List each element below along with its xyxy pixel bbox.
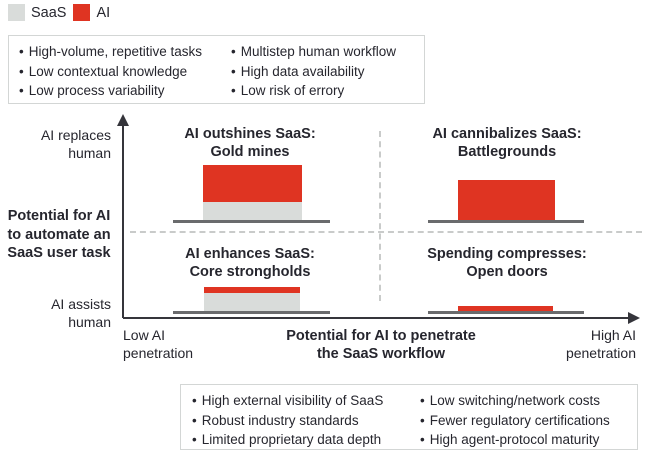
legend-item-ai: AI [73, 4, 110, 21]
quadrant-title-gold-mines: AI outshines SaaS: Gold mines [184, 126, 316, 160]
list-item-text: Low contextual knowledge [28, 63, 188, 79]
ai-bar-segment [203, 165, 302, 202]
bullet-icon: • [420, 412, 425, 428]
legend-item-saas: SaaS [8, 4, 66, 21]
bar-baseline-gold-mines [173, 220, 330, 223]
list-item: • Limited proprietary data depth [192, 430, 383, 450]
list-item-text: Fewer regulatory certifications [429, 412, 610, 428]
list-item-text: Limited proprietary data depth [201, 432, 382, 447]
y-axis-bottom-label: AI assists human [51, 296, 111, 330]
bullet-icon: • [192, 432, 197, 447]
bullet-icon: • [231, 83, 236, 98]
bullet-icon: • [19, 44, 24, 59]
bottom-criteria-box: •High external visibility of SaaS •Robus… [180, 384, 638, 450]
quadrant-title-open-doors: Spending compresses: Open doors [427, 246, 587, 280]
list-item-text: Low risk of errory [240, 83, 345, 98]
bullet-icon: • [420, 432, 425, 447]
legend-label-ai: AI [96, 4, 111, 21]
bullet-icon: • [231, 63, 236, 79]
top-box-column-1: •High-volume, repetitive tasks •Low cont… [19, 42, 202, 101]
bottom-box-column-1: •High external visibility of SaaS •Robus… [192, 391, 383, 450]
bar-baseline-core-strongholds [173, 311, 330, 314]
list-item-text: Robust industry standards [201, 412, 359, 428]
list-item-text: High agent-protocol maturity [429, 432, 600, 447]
top-criteria-box: •High-volume, repetitive tasks •Low cont… [8, 35, 425, 104]
bullet-icon: • [420, 393, 425, 408]
ai-bar-segment [458, 306, 553, 311]
list-item-text: Multistep human workflow [240, 44, 397, 59]
legend: SaaS AI [8, 4, 110, 21]
list-item: • Low risk of errory [231, 81, 396, 101]
list-item-text: Low process variability [28, 83, 165, 98]
bullet-icon: • [192, 412, 197, 428]
legend-label-saas: SaaS [31, 4, 67, 21]
saas-bar-segment [204, 293, 300, 311]
saas-bar-segment [203, 202, 302, 220]
ai-color-swatch [73, 4, 91, 21]
bullet-icon: • [192, 393, 197, 408]
y-axis-title: Potential for AI to automate an SaaS use… [7, 208, 111, 261]
list-item: • High external visibility of SaaS [192, 391, 383, 411]
list-item: • Low process variability [19, 81, 202, 101]
y-axis-arrow-icon [117, 114, 129, 126]
quadrant-title-core-strongholds: AI enhances SaaS: Core strongholds [185, 246, 315, 280]
bottom-box-column-2: •Low switching/network costs •Fewer regu… [420, 391, 610, 450]
list-item: • Multistep human workflow [231, 42, 396, 62]
saas-color-swatch [8, 4, 25, 21]
quadrant-divider-horizontal [130, 231, 642, 233]
y-axis-line [122, 124, 124, 318]
list-item: • Low switching/network costs [420, 391, 610, 411]
quadrant-divider-vertical [379, 131, 381, 301]
bar-stack-open-doors [458, 306, 553, 311]
y-axis-top-label: AI replaces human [40, 127, 111, 161]
list-item: • High agent-protocol maturity [420, 430, 610, 450]
list-item-text: High-volume, repetitive tasks [28, 44, 203, 59]
quadrant-title-battlegrounds: AI cannibalizes SaaS: Battlegrounds [432, 126, 582, 160]
bullet-icon: • [231, 44, 236, 59]
bar-stack-gold-mines [203, 165, 302, 220]
list-item: •Robust industry standards [192, 411, 383, 431]
ai-bar-segment [204, 287, 300, 293]
list-item-text: Low switching/network costs [429, 393, 601, 408]
ai-bar-segment [458, 180, 555, 220]
bar-baseline-open-doors [428, 311, 584, 314]
list-item: • High-volume, repetitive tasks [19, 42, 202, 62]
x-axis-title: Potential for AI to penetrate the SaaS w… [286, 328, 476, 362]
list-item-text: High external visibility of SaaS [201, 393, 384, 408]
bar-stack-battlegrounds [458, 180, 555, 220]
list-item: •Fewer regulatory certifications [420, 411, 610, 431]
x-axis-left-label: Low AI penetration [123, 327, 194, 361]
list-item: •High data availability [231, 62, 396, 82]
x-axis-line [123, 317, 630, 319]
bar-stack-core-strongholds [204, 287, 300, 311]
bullet-icon: • [19, 63, 24, 79]
x-axis-right-label: High AI penetration [565, 327, 636, 361]
bullet-icon: • [19, 83, 24, 98]
list-item-text: High data availability [240, 63, 365, 79]
bar-baseline-battlegrounds [428, 220, 584, 223]
top-box-column-2: •Multistep human workflow •High data ava… [231, 42, 396, 101]
x-axis-arrow-icon [628, 312, 640, 324]
list-item: •Low contextual knowledge [19, 62, 202, 82]
